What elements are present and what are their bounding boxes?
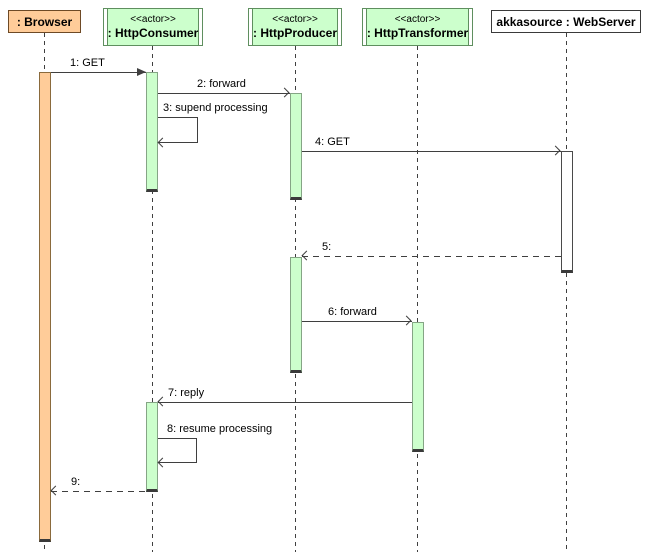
message-1-label: 1: GET [70,57,105,69]
activation-bar-http-consumer-1 [146,72,158,192]
message-3-self-loop [158,117,198,143]
activation-bar-web-server [561,151,573,273]
activation-bar-http-transformer [412,322,424,452]
message-9-line [51,491,146,492]
participant-box-http-consumer: <<actor>> : HttpConsumer [103,8,203,46]
participant-name: akkasource : WebServer [496,14,636,29]
participant-box-http-producer: <<actor>> : HttpProducer [248,8,342,46]
activation-bar-http-consumer-2 [146,402,158,492]
message-2-line [158,93,290,94]
actor-box-inner: <<actor>> : HttpTransformer [366,9,469,45]
message-4-label: 4: GET [315,136,350,148]
message-5-arrowhead [301,250,312,261]
message-4-arrowhead [550,145,561,156]
message-5-label: 5: [322,241,332,253]
message-2-label: 2: forward [197,78,246,90]
message-7-line [158,402,412,403]
message-7-arrowhead [157,396,168,407]
participant-name: : Browser [16,14,73,29]
activation-bar-http-producer-1 [290,93,302,200]
message-3-label: 3: supend processing [163,102,268,114]
participant-stereotype: <<actor>> [130,14,176,25]
message-6-label: 6: forward [328,306,377,318]
message-9-arrowhead [50,485,61,496]
message-6-line [302,321,412,322]
participant-box-web-server: akkasource : WebServer [491,10,641,33]
message-2-arrowhead [279,87,290,98]
participant-stereotype: <<actor>> [272,14,318,25]
lifeline-http-transformer [417,46,418,552]
participant-box-http-transformer: <<actor>> : HttpTransformer [362,8,473,46]
message-1-line [51,72,146,73]
activation-bar-http-producer-2 [290,257,302,373]
message-8-label: 8: resume processing [167,423,273,435]
participant-name: : HttpTransformer [366,26,469,40]
message-8-self-loop [158,438,197,463]
participant-name: : HttpProducer [253,26,337,40]
participant-stereotype: <<actor>> [394,14,441,25]
lifeline-web-server [566,33,567,552]
message-4-line [302,151,561,152]
participant-box-browser: : Browser [8,10,81,33]
activation-bar-browser [39,72,51,542]
lifeline-http-consumer [152,46,153,552]
participant-name: : HttpConsumer [107,26,199,40]
message-5-line [302,256,561,257]
message-6-arrowhead [401,315,412,326]
message-7-label: 7: reply [168,387,205,399]
actor-box-inner: <<actor>> : HttpConsumer [107,9,199,45]
actor-box-inner: <<actor>> : HttpProducer [252,9,338,45]
message-9-label: 9: [71,476,81,488]
message-1-arrowhead [137,68,146,76]
